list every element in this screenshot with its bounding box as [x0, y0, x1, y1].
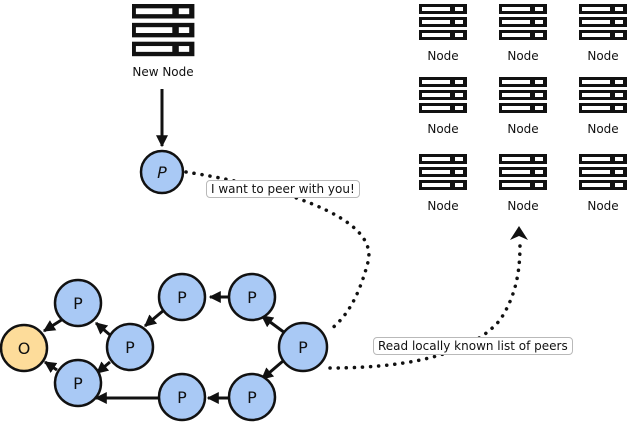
- node-label: Node: [507, 122, 539, 136]
- edge: [42, 317, 64, 333]
- node-label: Node: [507, 199, 539, 213]
- node-label: Node: [507, 49, 539, 63]
- node-label: Node: [587, 49, 619, 63]
- node-label: Node: [427, 122, 459, 136]
- peer-letter: P: [247, 388, 257, 407]
- server-icon: [499, 77, 547, 113]
- server-icon: [419, 4, 467, 40]
- peer-letter: P: [298, 338, 308, 357]
- edge: [261, 314, 286, 335]
- edge: [144, 308, 165, 328]
- peer-letter: P: [125, 338, 135, 357]
- peer-letter: P: [177, 288, 187, 307]
- origin-letter: O: [18, 339, 31, 358]
- new-node-label: New Node: [132, 65, 194, 79]
- server-icon: [419, 154, 467, 190]
- server-icon: [419, 77, 467, 113]
- edge: [261, 359, 284, 381]
- peer-node: P: [105, 322, 155, 372]
- peer-node: P: [157, 372, 207, 422]
- edge: [95, 321, 111, 337]
- network-edges: [42, 291, 286, 404]
- peer-node: P: [227, 372, 277, 422]
- peer-letter: P: [177, 388, 187, 407]
- node-label: Node: [587, 199, 619, 213]
- node-label: Node: [587, 122, 619, 136]
- peer-node: P: [53, 358, 103, 408]
- node-label: Node: [427, 49, 459, 63]
- edge: [44, 360, 58, 373]
- server-icon: [579, 77, 627, 113]
- new-peer-node: P: [139, 149, 185, 195]
- server-icon: [579, 4, 627, 40]
- server-icon: [499, 154, 547, 190]
- read-list-callout: Read locally known list of peers: [373, 337, 573, 355]
- peer-node: P: [53, 278, 103, 328]
- read-list-dotted-path: [328, 238, 522, 370]
- peer-node: P: [227, 272, 277, 322]
- peer-letter: P: [157, 163, 167, 182]
- peer-letter: P: [73, 374, 83, 393]
- peer-letter: P: [73, 294, 83, 313]
- peer-request-callout: I want to peer with you!: [206, 180, 360, 198]
- peer-node: P: [157, 272, 207, 322]
- origin-node: O: [0, 323, 49, 373]
- peer-letter: P: [247, 288, 257, 307]
- known-node-servers: [419, 4, 627, 190]
- server-icon: [499, 4, 547, 40]
- new-node-server-icon: [132, 4, 195, 57]
- central-peer-node: P: [277, 321, 329, 373]
- read-list-arrowhead: [510, 226, 528, 240]
- server-icon: [579, 154, 627, 190]
- node-label: Node: [427, 199, 459, 213]
